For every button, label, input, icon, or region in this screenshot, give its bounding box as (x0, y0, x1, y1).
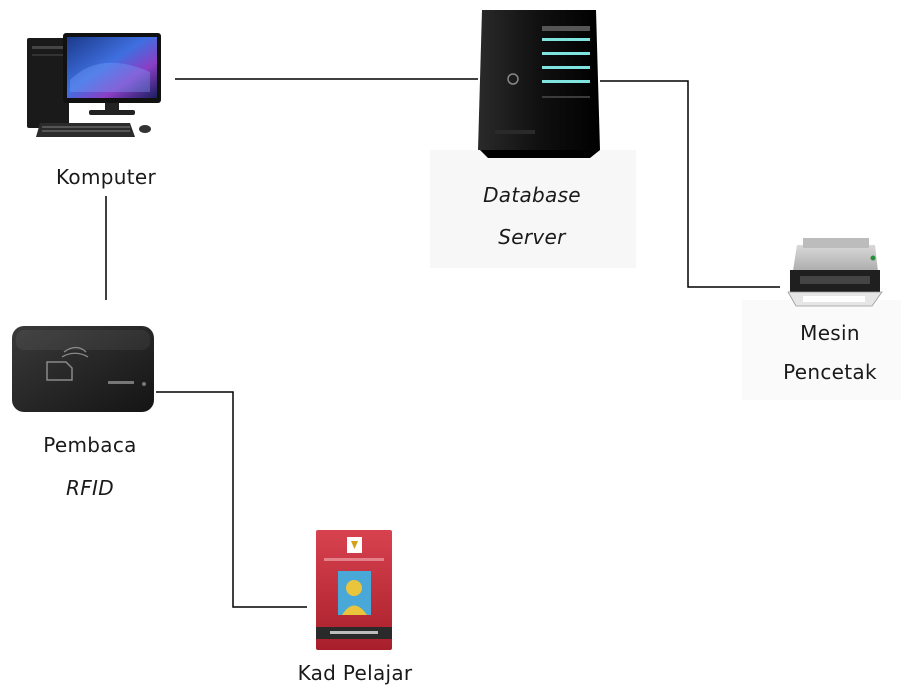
server-label-backdrop (430, 150, 636, 268)
printer-icon (787, 238, 883, 307)
connection-lines (105, 78, 780, 608)
rfid-reader-icon (12, 326, 154, 412)
card-label: Kad Pelajar (297, 661, 413, 685)
server-label-line1: Database (483, 183, 581, 207)
printer-label-line2: Pencetak (783, 360, 877, 384)
server-label-line2: Server (498, 225, 566, 249)
line-reader-card (156, 391, 307, 608)
desktop-computer-icon (27, 33, 161, 137)
reader-label-line1: Pembaca (43, 433, 137, 457)
printer-label-backdrop (742, 300, 901, 400)
line-server-printer (600, 80, 780, 288)
server-tower-icon (478, 10, 600, 158)
reader-label-line2: RFID (66, 476, 114, 500)
printer-label-line1: Mesin (800, 321, 860, 345)
student-card-icon (316, 530, 392, 650)
computer-label: Komputer (56, 165, 156, 189)
